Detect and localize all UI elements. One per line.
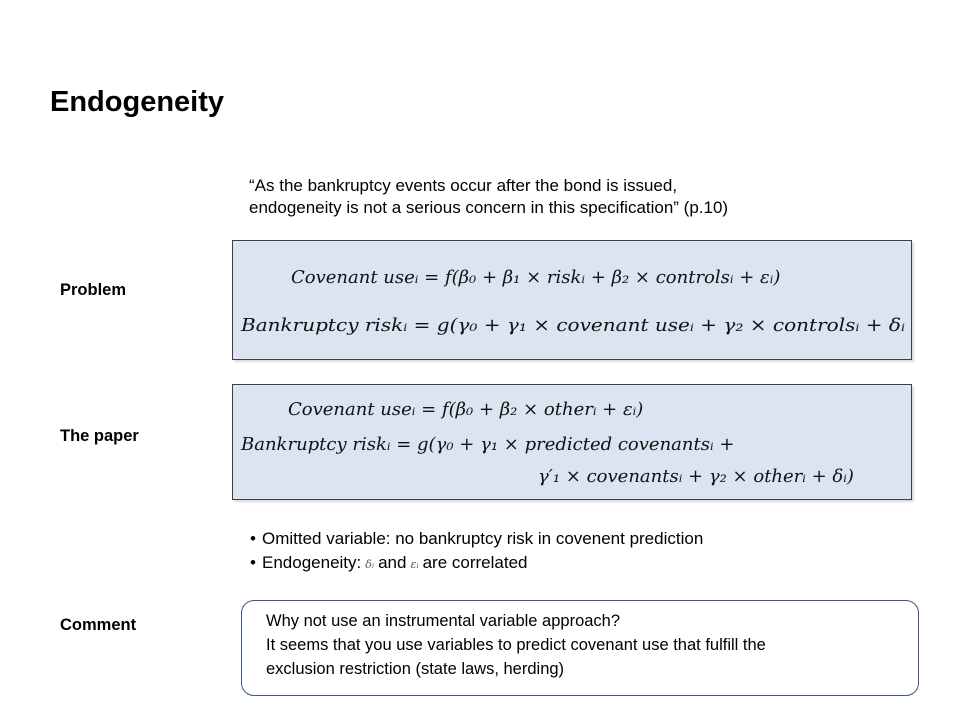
bullet-text: Endogeneity: — [262, 553, 362, 572]
bullet-text: are correlated — [422, 553, 528, 572]
bullet-text: Omitted variable: no bankruptcy risk in … — [262, 529, 704, 548]
paper-label: The paper — [60, 427, 139, 445]
bullet-item: • Omitted variable: no bankruptcy risk i… — [250, 527, 910, 551]
comment-line: Why not use an instrumental variable app… — [266, 612, 621, 630]
problem-equation-bankruptcy: Bankruptcy riskᵢ = g(γ₀ + γ₁ × covenant … — [240, 315, 906, 336]
bullet-item: • Endogeneity: δᵢ and εᵢ are correlated — [250, 551, 910, 577]
delta-symbol: δᵢ — [365, 558, 375, 571]
bullet-text: and — [378, 553, 407, 572]
bullet-dot: • — [250, 553, 256, 572]
comment-label: Comment — [60, 616, 137, 634]
paper-equation-covenant: Covenant useᵢ = f(β₀ + β₂ × otherᵢ + εᵢ) — [288, 399, 643, 420]
epsilon-symbol: εᵢ — [410, 558, 419, 571]
paper-equation-bankruptcy-continued: γ′₁ × covenantsᵢ + γ₂ × otherᵢ + δᵢ) — [538, 466, 854, 487]
quote-line: endogeneity is not a serious concern in … — [249, 198, 729, 217]
bullet-list: • Omitted variable: no bankruptcy risk i… — [250, 527, 910, 577]
quote-block: “As the bankruptcy events occur after th… — [249, 175, 909, 219]
comment-line: It seems that you use variables to predi… — [266, 636, 766, 654]
comment-line: exclusion restriction (state laws, herdi… — [266, 660, 565, 678]
problem-label: Problem — [60, 281, 127, 299]
bullet-dot: • — [250, 529, 256, 548]
problem-equation-covenant: Covenant useᵢ = f(β₀ + β₁ × riskᵢ + β₂ ×… — [291, 267, 780, 288]
quote-line: “As the bankruptcy events occur after th… — [249, 176, 678, 195]
problem-equations: Covenant useᵢ = f(β₀ + β₁ × riskᵢ + β₂ ×… — [240, 267, 906, 336]
problem-equation-box: Covenant useᵢ = f(β₀ + β₁ × riskᵢ + β₂ ×… — [232, 240, 912, 360]
comment-box: Why not use an instrumental variable app… — [241, 600, 919, 696]
slide-title: Endogeneity — [50, 86, 225, 118]
paper-equations: Covenant useᵢ = f(β₀ + β₂ × otherᵢ + εᵢ)… — [240, 399, 854, 487]
paper-equation-bankruptcy: Bankruptcy riskᵢ = g(γ₀ + γ₁ × predicted… — [240, 434, 734, 455]
paper-equation-box: Covenant useᵢ = f(β₀ + β₂ × otherᵢ + εᵢ)… — [232, 384, 912, 500]
